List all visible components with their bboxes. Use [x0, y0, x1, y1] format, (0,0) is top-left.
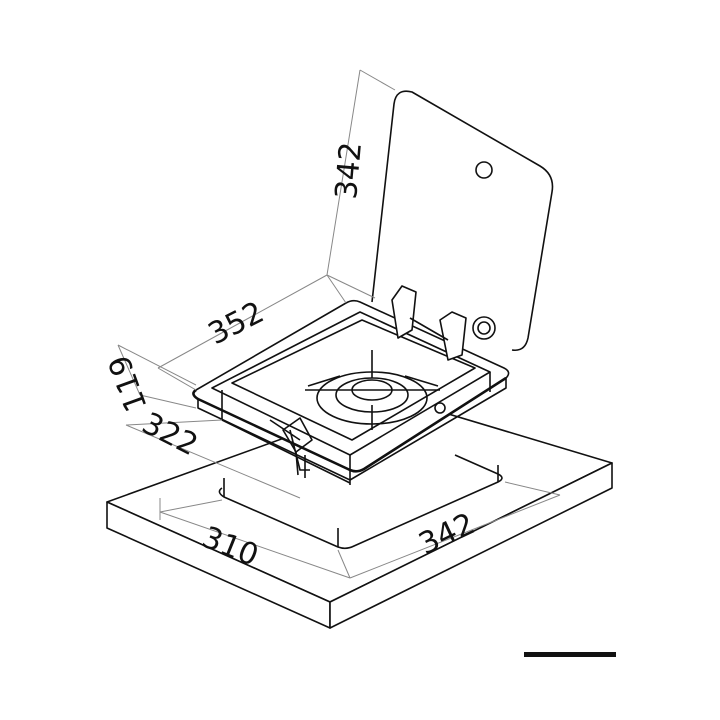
burner: [305, 350, 446, 430]
width-label: 352: [203, 295, 270, 352]
scale-bar: [524, 652, 616, 657]
glass-lid: [371, 90, 554, 352]
cutout-dimension-lines: [159, 481, 561, 579]
hinges: [391, 285, 467, 361]
control-knob: [282, 417, 313, 478]
countertop: [106, 397, 613, 629]
dimension-lines: [117, 69, 396, 499]
depth-label: 322: [136, 406, 203, 463]
cutout: [218, 454, 503, 550]
lid-height-label: 342: [329, 141, 369, 201]
